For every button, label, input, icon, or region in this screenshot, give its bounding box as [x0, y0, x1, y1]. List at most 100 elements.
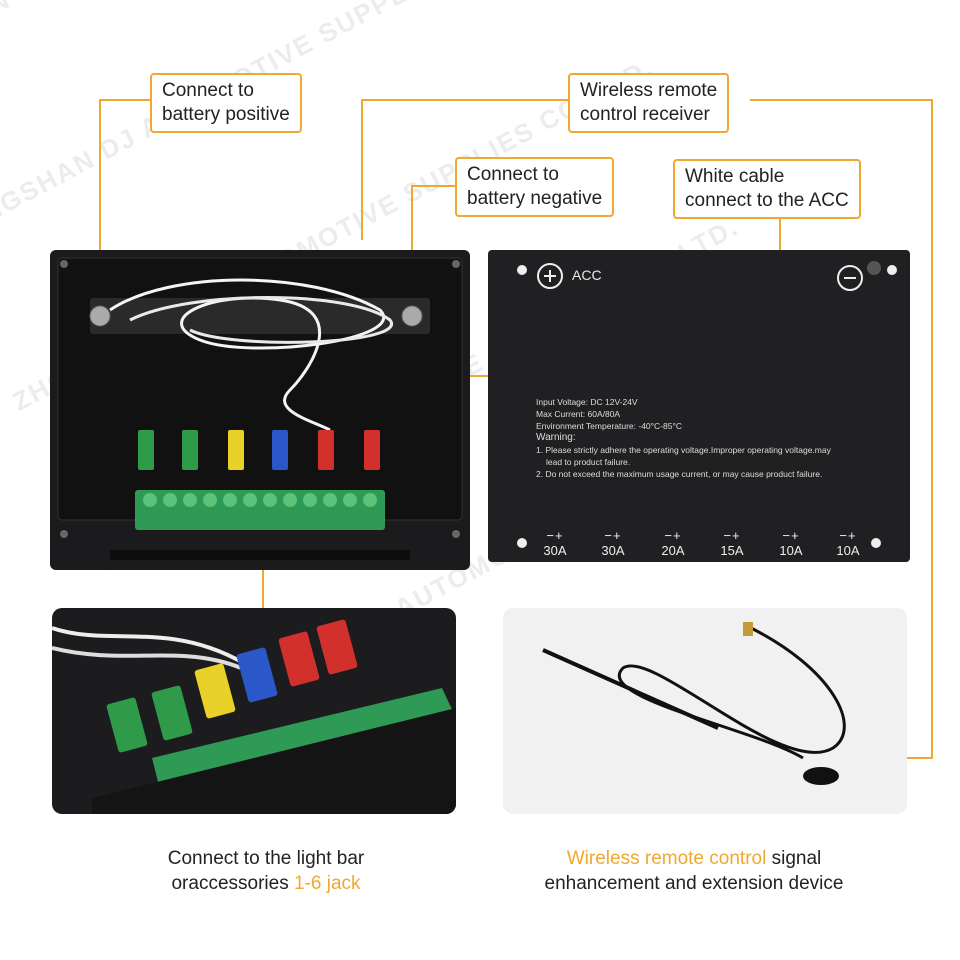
caption-right-line1-text: signal	[766, 848, 822, 869]
line-receiver-antenna	[750, 99, 933, 759]
antenna-drawing	[542, 622, 846, 785]
channel-sign: −+	[782, 528, 800, 543]
caption-left-line2: oraccessories 1-6 jack	[52, 871, 480, 896]
terminal-block	[135, 490, 385, 530]
channel-amp: 10A	[779, 543, 803, 558]
fuse-green	[182, 430, 198, 470]
spec-input-voltage: Input Voltage: DC 12V-24V	[536, 397, 638, 407]
callout-line: White cable	[685, 166, 785, 187]
plus-icon	[537, 263, 563, 289]
corner-screw-icon	[452, 260, 460, 268]
white-cable-loop	[129, 296, 394, 344]
fuse-box-open	[50, 226, 470, 570]
warning-2: 2. Do not exceed the maximum usage curre…	[536, 469, 823, 479]
callout-line: Connect to	[467, 164, 559, 185]
channel-amp: 20A	[661, 543, 685, 558]
line-receiver	[361, 99, 568, 240]
white-cable	[109, 278, 385, 432]
mount-hole	[517, 265, 527, 275]
fuse-blue	[272, 430, 288, 470]
corner-screw-icon	[452, 530, 460, 538]
vent-slot	[110, 550, 410, 560]
callout-line: battery negative	[467, 188, 603, 209]
callout-remote-receiver: Wireless remote control receiver	[568, 73, 730, 133]
channel-rating: −+30A	[535, 528, 575, 558]
callout-battery-positive: Connect to battery positive	[150, 73, 302, 133]
lid-drawing	[517, 261, 897, 548]
caption-left-line1: Connect to the light bar	[167, 848, 365, 869]
warning-1a: 1. Please strictly adhere the operating …	[536, 445, 831, 455]
channel-amp: 30A	[543, 543, 567, 558]
corner-screw-icon	[60, 260, 68, 268]
caption-left-highlight: 1-6 jack	[293, 873, 361, 894]
fuse-red	[318, 430, 334, 470]
fuse-blue	[236, 647, 278, 703]
lid-acc-label: ACC	[572, 267, 602, 283]
channel-rating: −+20A	[653, 528, 693, 558]
channel-amp: 15A	[720, 543, 744, 558]
fuse-red	[278, 631, 320, 687]
caption-right-line2: enhancement and extension device	[544, 873, 844, 894]
callout-line: battery positive	[162, 104, 290, 125]
line-positive	[99, 99, 150, 318]
channel-rating: −+10A	[771, 528, 811, 558]
fuse-red	[364, 430, 380, 470]
lid-spec-block: Input Voltage: DC 12V-24V Max Current: 6…	[536, 396, 831, 480]
fuse-box-drawing	[57, 226, 463, 560]
caption-right-line1: Wireless remote control signal	[480, 846, 908, 871]
white-cable	[52, 626, 254, 670]
terminal-closeup-drawing	[52, 619, 456, 814]
caption-right: Wireless remote control signal enhanceme…	[480, 846, 908, 896]
mount-hole	[871, 538, 881, 548]
channel-sign: −+	[723, 528, 741, 543]
warning-title: Warning:	[536, 432, 576, 443]
fuse-yellow	[228, 430, 244, 470]
mount-hole	[517, 538, 527, 548]
antenna-photo	[503, 608, 907, 814]
connector-tip	[743, 622, 753, 636]
terminal-closeup-photo	[52, 608, 456, 814]
positive-terminal-icon	[89, 305, 111, 327]
callout-battery-negative: Connect to battery negative	[455, 157, 615, 217]
mount-hole	[887, 265, 897, 275]
channel-rating: −+30A	[593, 528, 633, 558]
spec-max-current: Max Current: 60A/80A	[536, 409, 621, 419]
callout-line: connect to the ACC	[685, 190, 849, 211]
box-wall	[92, 708, 456, 814]
minus-icon	[837, 265, 863, 291]
fuse-green	[106, 697, 148, 753]
fuse-box-lid: ACC Input Voltage: DC 12V-24V Max Curren…	[488, 250, 910, 562]
caption-right-highlight: Wireless remote control	[566, 848, 767, 869]
channel-amp: 30A	[601, 543, 625, 558]
callout-white-cable: White cable connect to the ACC	[673, 159, 861, 219]
caption-left-line2-text: oraccessories	[171, 873, 294, 894]
warning-1b: lead to product failure.	[546, 457, 631, 467]
spec-env-temp: Environment Temperature: -40°C-85°C	[536, 421, 683, 431]
negative-terminal-icon	[401, 305, 423, 327]
screw-icon	[867, 261, 881, 275]
channel-rating: −+10A	[828, 528, 868, 558]
caption-left: Connect to the light bar oraccessories 1…	[52, 846, 480, 896]
callout-line: Wireless remote	[580, 80, 718, 101]
antenna-whip	[542, 648, 719, 730]
callout-line: control receiver	[580, 104, 710, 125]
channel-sign: −+	[604, 528, 622, 543]
channel-rating: −+15A	[712, 528, 752, 558]
white-cable	[52, 646, 263, 680]
channel-amp: 10A	[836, 543, 860, 558]
fuse-row	[138, 430, 380, 470]
fuse-green	[151, 685, 193, 741]
fuse-red	[316, 619, 358, 675]
channel-sign: −+	[664, 528, 682, 543]
magnetic-base	[803, 767, 839, 785]
terminal-screws	[143, 493, 377, 507]
receiver-module	[222, 226, 352, 252]
channel-sign: −+	[546, 528, 564, 543]
channel-sign: −+	[839, 528, 857, 543]
plus-sign	[544, 270, 556, 282]
callout-line: Connect to	[162, 80, 254, 101]
fuse-yellow	[194, 663, 236, 719]
corner-screw-icon	[60, 530, 68, 538]
fuse-green	[138, 430, 154, 470]
antenna-cable	[618, 624, 846, 760]
